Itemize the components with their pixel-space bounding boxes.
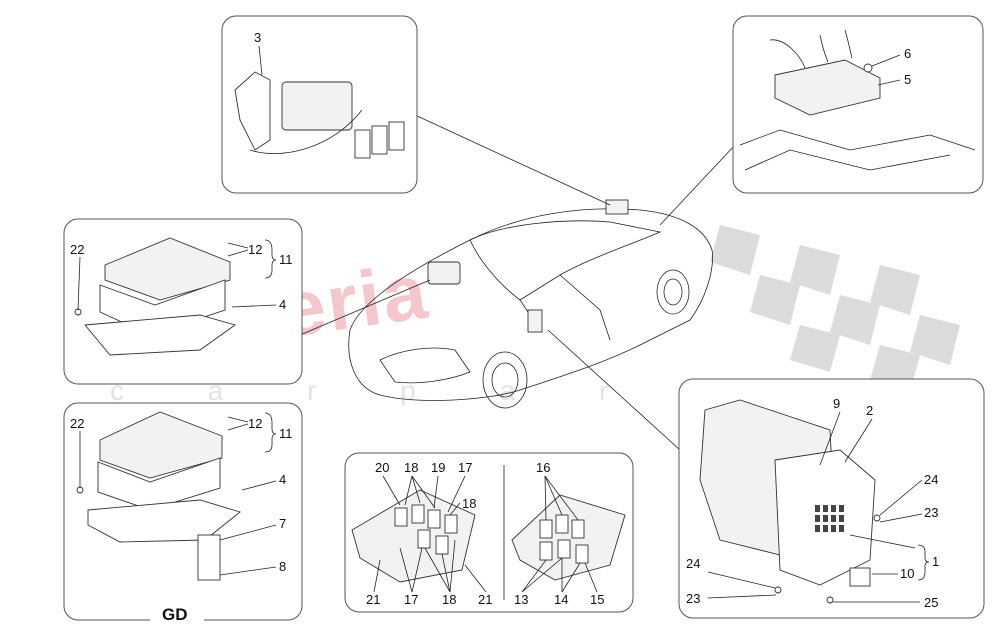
callout-14: 14 bbox=[554, 592, 568, 607]
callout-7: 7 bbox=[279, 516, 286, 531]
callout-5: 5 bbox=[904, 72, 911, 87]
callout-4: 4 bbox=[279, 472, 286, 487]
callout-24: 24 bbox=[924, 472, 938, 487]
callout-2: 2 bbox=[866, 403, 873, 418]
callout-17: 17 bbox=[458, 460, 472, 475]
car-illustration bbox=[348, 199, 713, 409]
leader-lines bbox=[299, 114, 736, 451]
callout-23: 23 bbox=[924, 505, 938, 520]
callout-11: 11 bbox=[279, 252, 293, 267]
callout-21b: 21 bbox=[478, 592, 492, 607]
callout-16: 16 bbox=[536, 460, 550, 475]
callout-18b: 18 bbox=[462, 496, 476, 511]
callout-15: 15 bbox=[590, 592, 604, 607]
callout-1: 1 bbox=[932, 554, 939, 569]
roof-module bbox=[605, 199, 629, 215]
variant-label-gd: GD bbox=[162, 605, 188, 624]
panel-mid-left: 22 12 11 4 bbox=[63, 218, 303, 385]
panel-top-right: 6 5 bbox=[732, 15, 984, 194]
checkered-flag-icon bbox=[710, 225, 960, 392]
callout-22: 22 bbox=[70, 416, 84, 431]
callout-10: 10 bbox=[900, 566, 914, 581]
panel-low-left: 22 12 11 4 7 8 GD bbox=[63, 402, 303, 625]
panel-top-left: 3 bbox=[221, 15, 418, 194]
callout-18: 18 bbox=[404, 460, 418, 475]
callout-20: 20 bbox=[375, 460, 389, 475]
callout-8: 8 bbox=[279, 559, 286, 574]
panel-right-fusebox: 9 2 24 23 1 10 24 23 25 bbox=[678, 378, 985, 619]
callout-11: 11 bbox=[279, 426, 293, 441]
callout-12: 12 bbox=[248, 416, 262, 431]
callout-19: 19 bbox=[431, 460, 445, 475]
callout-13: 13 bbox=[514, 592, 528, 607]
callout-6: 6 bbox=[904, 46, 911, 61]
callout-25: 25 bbox=[924, 595, 938, 610]
callout-22: 22 bbox=[70, 242, 84, 257]
callout-9: 9 bbox=[833, 396, 840, 411]
callout-3: 3 bbox=[254, 30, 261, 45]
callout-18c: 18 bbox=[442, 592, 456, 607]
relay-part bbox=[849, 567, 871, 587]
engine-ecu-box bbox=[427, 261, 461, 285]
callout-24b: 24 bbox=[686, 556, 700, 571]
callout-21: 21 bbox=[366, 592, 380, 607]
callout-12: 12 bbox=[248, 242, 262, 257]
panel-relay-boxes: 20 18 19 17 18 21 17 18 21 16 13 14 15 bbox=[344, 452, 634, 613]
callout-23b: 23 bbox=[686, 591, 700, 606]
dash-fusebox bbox=[527, 309, 543, 333]
callout-17b: 17 bbox=[404, 592, 418, 607]
callout-4: 4 bbox=[279, 297, 286, 312]
